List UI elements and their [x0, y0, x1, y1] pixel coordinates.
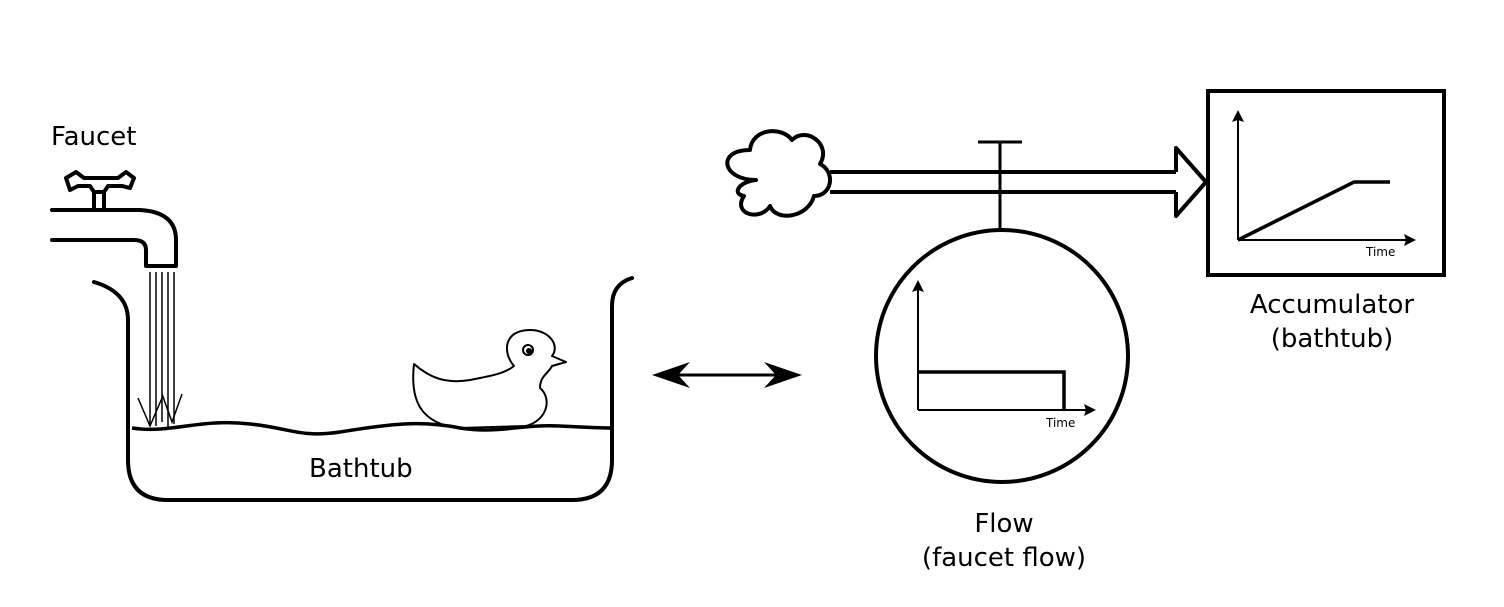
flow-graph: Time [912, 280, 1096, 430]
flow-circle [874, 228, 1130, 484]
flow-axis-label: Time [1045, 416, 1075, 430]
flow-caption-line1: Flow [974, 509, 1033, 539]
accumulator-box [1206, 89, 1446, 277]
accumulator-line [1237, 180, 1390, 242]
water-surface [131, 420, 611, 436]
cloud-icon [725, 129, 832, 218]
bathtub-label: Bathtub [309, 454, 413, 484]
valve-icon [978, 140, 1022, 230]
duck-icon [412, 329, 567, 429]
bathtub-scene: Faucet Bathtub [50, 122, 634, 502]
accumulator-caption-line1: Accumulator [1250, 290, 1414, 320]
stock-flow-scene: Time Flow (faucet flow) Time Accumulator… [725, 89, 1446, 573]
faucet-label: Faucet [51, 122, 136, 152]
accumulator-graph: Time [1232, 110, 1416, 259]
equivalence-arrow [652, 362, 802, 388]
flow-pipe-arrow [830, 146, 1208, 218]
flow-caption-line2: (faucet flow) [922, 543, 1086, 573]
accumulator-axis-label: Time [1365, 245, 1395, 259]
water-stream [137, 272, 183, 428]
flow-line [918, 370, 1066, 410]
accumulator-caption-line2: (bathtub) [1271, 324, 1394, 354]
bathtub-shape [92, 276, 634, 502]
faucet-icon [50, 170, 178, 268]
